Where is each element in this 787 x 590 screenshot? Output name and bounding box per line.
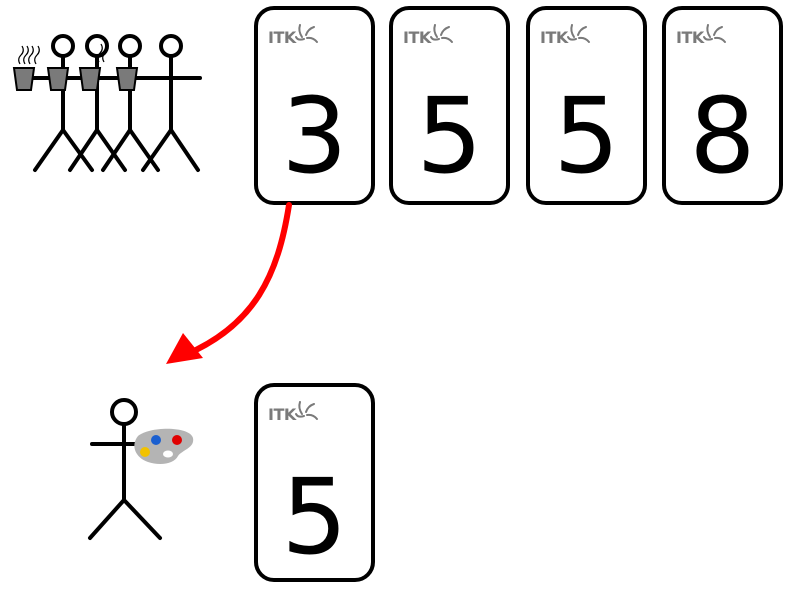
itk-logo-icon: ITK — [540, 23, 592, 47]
itk-logo-icon: ITK — [676, 23, 728, 47]
itk-logo-icon: ITK — [268, 23, 320, 47]
selected-card[interactable]: ITK 5 — [254, 383, 375, 582]
card-brand-label: ITK — [403, 28, 431, 47]
card-1[interactable]: ITK 3 — [254, 6, 375, 205]
card-value: 5 — [281, 456, 348, 578]
itk-logo-icon: ITK — [403, 23, 455, 47]
card-value: 5 — [416, 75, 483, 197]
card-value: 5 — [553, 75, 620, 197]
itk-logo-icon: ITK — [268, 400, 320, 424]
card-4[interactable]: ITK 8 — [662, 6, 783, 205]
painter-with-palette-icon — [88, 398, 194, 540]
card-value: 3 — [281, 75, 348, 197]
card-value: 8 — [689, 75, 756, 197]
card-3[interactable]: ITK 5 — [526, 6, 647, 205]
card-brand-label: ITK — [676, 28, 704, 47]
card-brand-label: ITK — [268, 405, 296, 424]
team-with-coffee-icon — [12, 34, 202, 172]
card-2[interactable]: ITK 5 — [389, 6, 510, 205]
card-brand-label: ITK — [540, 28, 568, 47]
card-brand-label: ITK — [268, 28, 296, 47]
